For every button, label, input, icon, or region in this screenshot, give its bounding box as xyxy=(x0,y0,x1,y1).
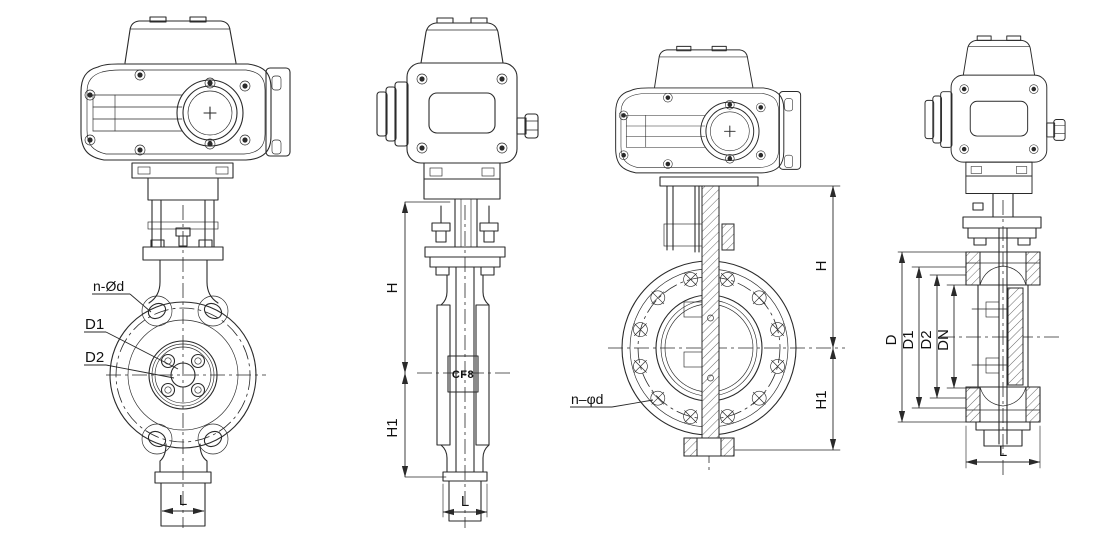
label-dn: DN xyxy=(935,329,952,351)
label-bolt-spec: n–φd xyxy=(571,391,603,407)
view-wafer-front: n-Ød D1 D2 L xyxy=(81,17,290,528)
label-h1: H1 xyxy=(384,418,401,437)
stem-and-flange xyxy=(962,193,1042,246)
valve-body-wafer xyxy=(109,259,257,527)
label-d2: D2 xyxy=(918,330,935,349)
dimension-l: L xyxy=(965,425,1041,469)
label-length: L xyxy=(999,443,1007,460)
dimension-diameters: D D1 D2 DN xyxy=(883,251,981,423)
label-d1: D1 xyxy=(900,330,917,349)
stem-and-flange xyxy=(424,198,506,276)
label-d2: D2 xyxy=(85,349,104,366)
label-d1: D1 xyxy=(85,316,104,333)
label-h1: H1 xyxy=(813,390,830,409)
dimension-l: L xyxy=(442,483,488,518)
flange-disc xyxy=(621,185,797,457)
label-d: D xyxy=(883,334,900,345)
disc-bolts xyxy=(160,353,206,398)
disc-section-hatch xyxy=(1007,287,1024,386)
actuator-mounting-yoke xyxy=(131,162,234,261)
actuator-base-and-yoke xyxy=(659,176,759,253)
valve-body-side: CF8 xyxy=(436,266,490,522)
view-wafer-side: CF8 H H1 L xyxy=(377,18,538,528)
label-length: L xyxy=(461,493,469,510)
dimension-h-h1: H H1 xyxy=(734,185,841,451)
dimension-labels: n-Ød D1 D2 L xyxy=(84,278,205,515)
dimension-h-h1: H H1 xyxy=(384,201,451,478)
view-flanged-front: n–φd H H1 xyxy=(570,46,845,470)
label-h: H xyxy=(384,283,401,294)
label-length: L xyxy=(179,492,187,509)
label-bolt-spec: n-Ød xyxy=(93,278,124,294)
label-h: H xyxy=(813,261,830,272)
label-bolt-spec-group: n–φd xyxy=(570,391,654,408)
label-material: CF8 xyxy=(452,369,474,381)
view-flanged-side-section: D D1 D2 DN L xyxy=(883,36,1065,475)
valve-body-section xyxy=(965,227,1041,447)
